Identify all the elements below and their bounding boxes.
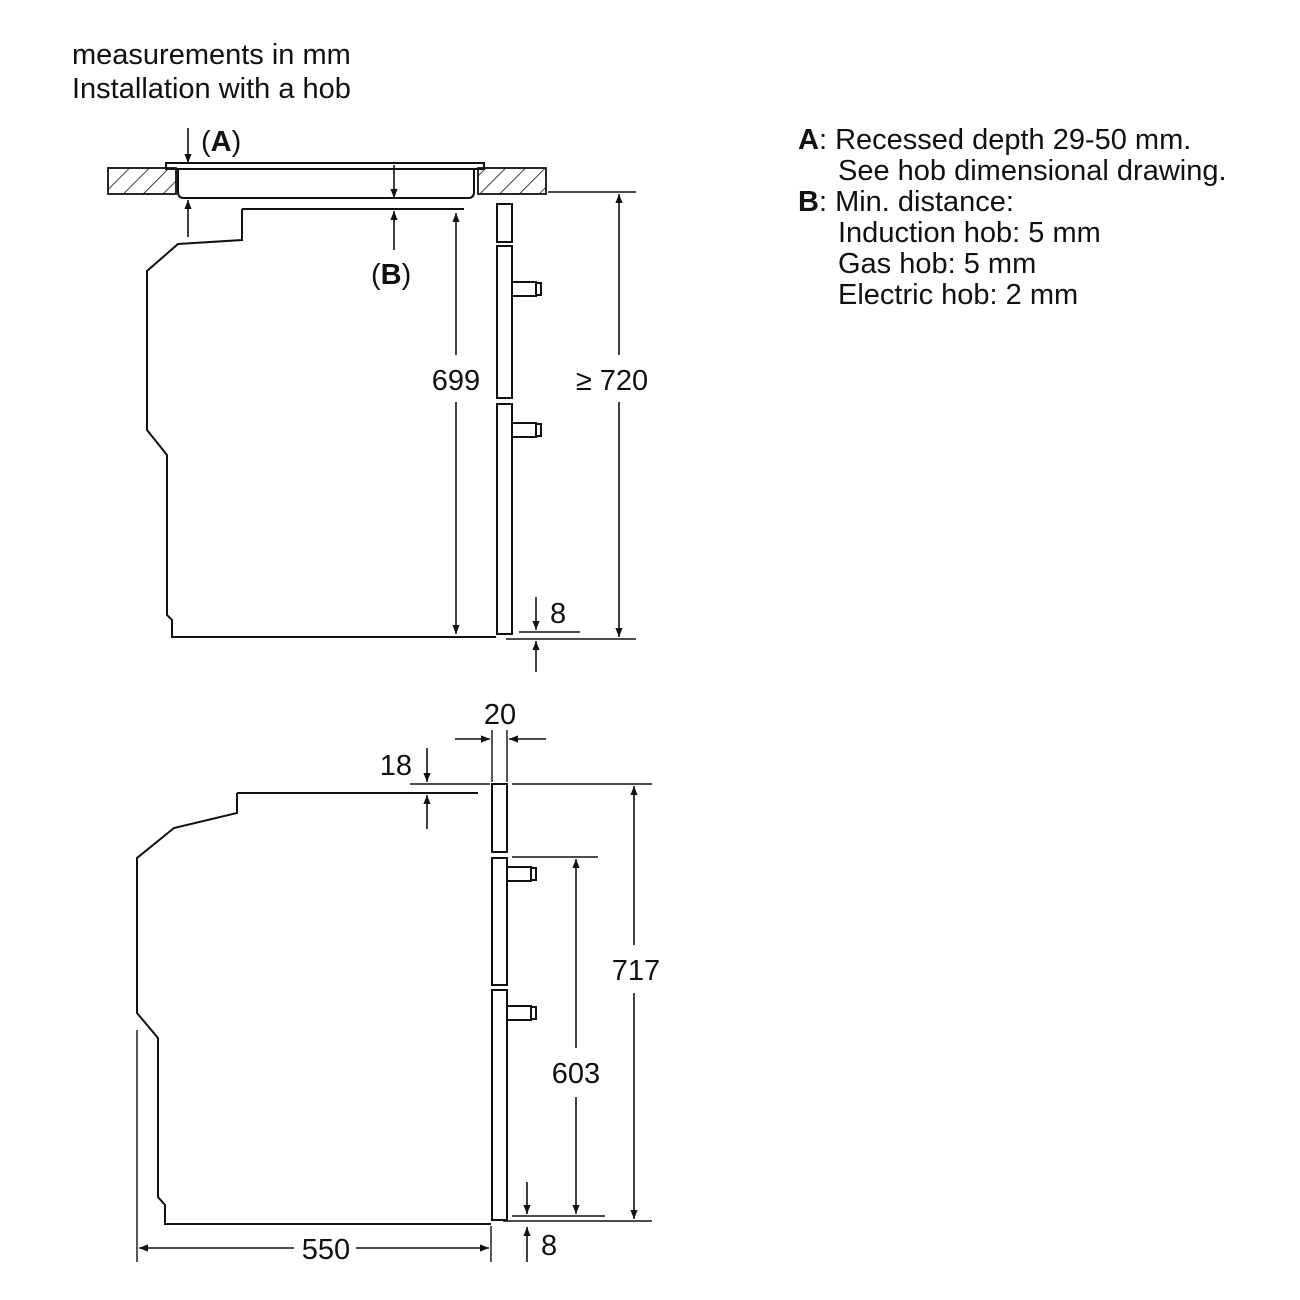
legend-b: B: Min. distance:	[798, 187, 1227, 218]
dim-717-label: 717	[612, 955, 660, 987]
oven-body-outline-bottom	[136, 792, 491, 1225]
worktop-right	[477, 167, 547, 195]
hob-shape	[165, 162, 485, 199]
knob-lower	[511, 422, 542, 438]
legend-a-line1: : Recessed depth 29-50 mm.	[818, 124, 1192, 156]
legend-b-line4: Electric hob: 2 mm	[838, 279, 1079, 311]
legend-a: A: Recessed depth 29-50 mm.	[798, 125, 1227, 156]
dim-699-label: 699	[432, 365, 480, 397]
header-units: measurements in mm	[72, 39, 351, 71]
front-panel-upper-bottom	[491, 783, 508, 853]
legend-b-key: B	[798, 186, 819, 218]
dim-720-label: ≥ 720	[576, 365, 648, 397]
front-panel-upper	[496, 203, 513, 243]
knob-upper-bottom	[506, 866, 537, 882]
dim-550-label: 550	[302, 1234, 350, 1266]
oven-body-outline	[146, 208, 496, 638]
bottom-drawing: 20 18 717 603 8 550	[136, 699, 660, 1266]
worktop-left	[107, 167, 177, 195]
legend-a-line2: See hob dimensional drawing.	[838, 155, 1227, 187]
legend-a-key: A	[798, 124, 819, 156]
dim-20-label: 20	[484, 699, 516, 731]
dim-18-label: 18	[380, 750, 412, 782]
legend-b-line1: : Min. distance:	[818, 186, 1014, 218]
label-a: (A)	[201, 126, 241, 158]
front-panel-middle-bottom	[491, 857, 508, 986]
header-subtitle: Installation with a hob	[72, 73, 351, 105]
dim-603-label: 603	[552, 1058, 600, 1090]
legend: A: Recessed depth 29-50 mm. See hob dime…	[798, 125, 1227, 311]
dim-8-bottom-label: 8	[541, 1230, 557, 1262]
label-b: (B)	[371, 259, 411, 291]
front-panel-lower	[496, 403, 513, 635]
dim-8-top-label: 8	[550, 598, 566, 630]
front-panel-lower-bottom	[491, 989, 508, 1221]
legend-b-line2: Induction hob: 5 mm	[838, 217, 1101, 249]
legend-b-line3: Gas hob: 5 mm	[838, 248, 1037, 280]
header: measurements in mm Installation with a h…	[72, 38, 351, 106]
front-panel-middle	[496, 245, 513, 399]
knob-upper	[511, 281, 542, 297]
top-drawing: (A) (B) 699 ≥ 720 8	[107, 126, 648, 672]
knob-lower-bottom	[506, 1005, 537, 1021]
